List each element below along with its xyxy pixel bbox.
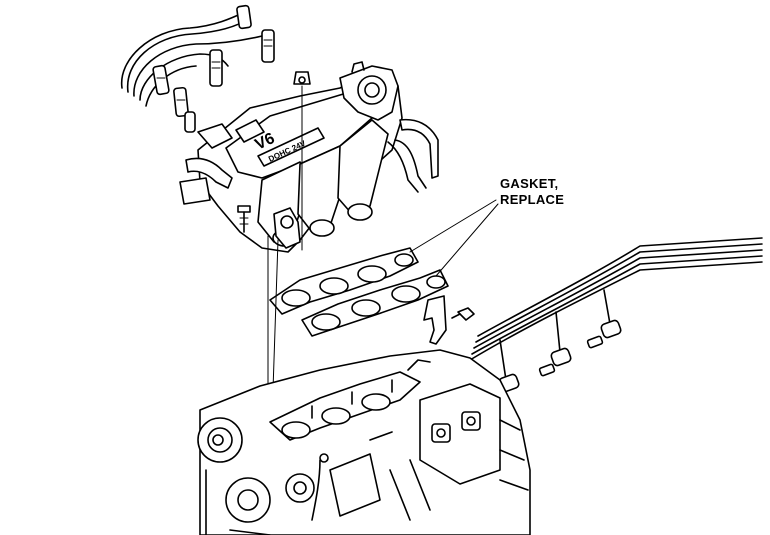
gasket-callout-line1: GASKET,	[500, 176, 559, 191]
upper-spark-plug-wires	[120, 4, 275, 133]
lower-spark-plug-wires	[469, 237, 763, 403]
intake-gaskets	[269, 247, 449, 337]
gasket-callout-line2: REPLACE	[500, 192, 565, 207]
upper-intake-manifold: V6 DOHC 24V	[179, 61, 439, 253]
engine-block	[197, 349, 531, 535]
manifold-model-badge: V6	[253, 130, 278, 154]
gasket-callout-label: GASKET, REPLACE	[500, 176, 564, 208]
gasket-callout-leaders	[409, 199, 499, 277]
mounting-bracket	[423, 295, 475, 345]
